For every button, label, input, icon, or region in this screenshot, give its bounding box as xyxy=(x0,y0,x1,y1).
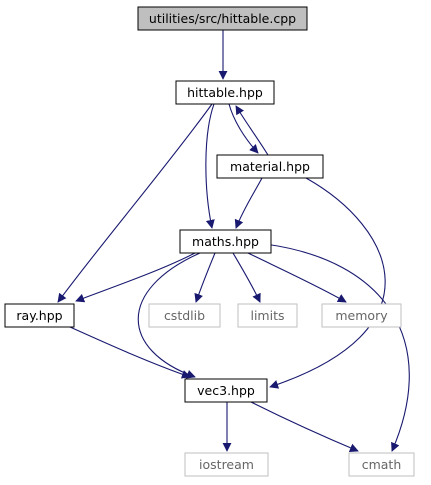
node-label: material.hpp xyxy=(230,159,310,174)
node-maths-hpp[interactable]: maths.hpp xyxy=(179,229,272,254)
node-box xyxy=(137,6,308,31)
node-label: vec3.hpp xyxy=(197,383,255,398)
nodes-layer: utilities/src/hittable.cpp hittable.hpp ma… xyxy=(4,6,415,477)
node-label: cmath xyxy=(362,457,402,472)
edge-maths-hpp-to-ray-hpp xyxy=(75,252,196,303)
node-material-hpp[interactable]: material.hpp xyxy=(216,154,324,179)
node-box xyxy=(321,303,402,328)
node-label: memory xyxy=(335,308,388,323)
edge-vec3-hpp-to-cmath xyxy=(250,401,359,453)
edge-material-hpp-to-vec3-hpp xyxy=(269,177,386,389)
edge-hittable-hpp-to-material-hpp xyxy=(228,103,259,154)
node-box xyxy=(4,303,75,328)
edge-hittable-hpp-to-ray-hpp xyxy=(57,103,213,303)
node-iostream: iostream xyxy=(184,452,269,477)
edge-maths-hpp-to-limits xyxy=(232,252,261,303)
node-label: maths.hpp xyxy=(192,234,259,249)
node-cstdlib: cstdlib xyxy=(148,303,221,328)
node-label: limits xyxy=(250,308,284,323)
edge-maths-hpp-to-cstdlib xyxy=(194,252,216,303)
edge-material-hpp-to-hittable-hpp xyxy=(235,105,269,156)
node-box xyxy=(216,154,324,179)
node-box xyxy=(237,303,298,328)
node-box xyxy=(348,452,415,477)
node-label: utilities/src/hittable.cpp xyxy=(149,11,296,26)
node-box xyxy=(184,452,269,477)
edge-material-hpp-to-maths-hpp xyxy=(234,177,263,229)
node-box xyxy=(184,378,268,403)
node-label: cstdlib xyxy=(164,308,205,323)
edge-hittable-hpp-to-maths-hpp xyxy=(205,103,215,229)
node-vec3-hpp[interactable]: vec3.hpp xyxy=(184,378,268,403)
node-box xyxy=(179,229,272,254)
edge-maths-hpp-to-memory xyxy=(247,252,347,303)
node-box xyxy=(175,80,275,105)
node-hittable-hpp[interactable]: hittable.hpp xyxy=(175,80,275,105)
node-memory: memory xyxy=(321,303,402,328)
edge-maths-hpp-to-vec3-hpp xyxy=(137,252,201,379)
edge-ray-hpp-to-vec3-hpp xyxy=(69,326,191,379)
node-limits: limits xyxy=(237,303,298,328)
node-ray-hpp[interactable]: ray.hpp xyxy=(4,303,75,328)
edge-maths-hpp-to-cmath xyxy=(264,243,410,452)
node-cmath: cmath xyxy=(348,452,415,477)
node-label: ray.hpp xyxy=(16,308,62,323)
node-label: hittable.hpp xyxy=(187,85,263,100)
node-hittable-cpp[interactable]: utilities/src/hittable.cpp xyxy=(137,6,308,31)
node-box xyxy=(148,303,221,328)
node-label: iostream xyxy=(199,457,254,472)
